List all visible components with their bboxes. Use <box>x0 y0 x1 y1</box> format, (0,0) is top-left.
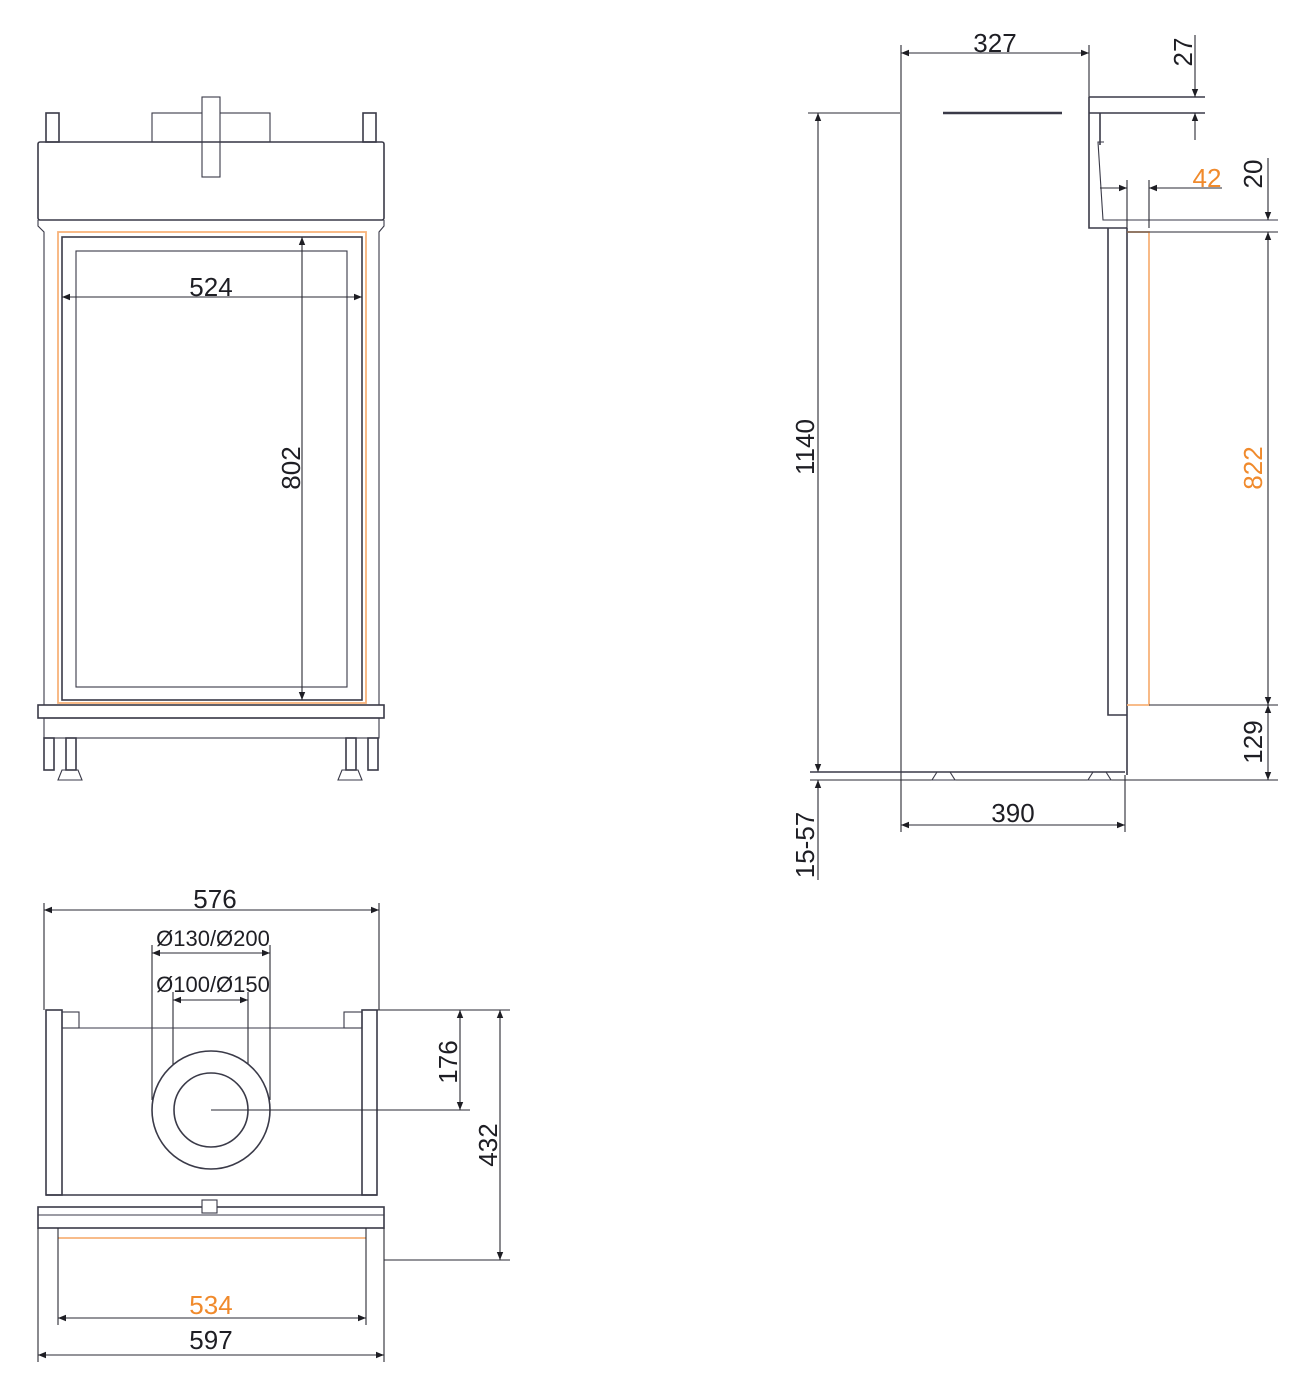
dim-glass-height: 822 <box>1238 446 1268 489</box>
dim-glass-width: 534 <box>189 1290 232 1320</box>
dim-frame-step: 20 <box>1238 160 1268 189</box>
dim-base-height: 129 <box>1238 720 1268 763</box>
dim-top-plate: 27 <box>1168 38 1198 67</box>
dim-feet-adjust: 15-57 <box>790 812 820 879</box>
dim-total-height: 1140 <box>790 419 820 475</box>
dim-depth-bottom: 390 <box>991 798 1034 828</box>
front-view: 524 802 <box>37 96 385 781</box>
dim-width-back: 576 <box>193 884 236 914</box>
dim-flue-offset: 176 <box>433 1040 463 1083</box>
dim-depth-top: 327 <box>973 28 1016 58</box>
dim-flue-outer: Ø130/Ø200 <box>156 926 270 951</box>
dim-width-inner: 524 <box>189 272 232 302</box>
side-view: 327 27 1140 42 20 822 129 390 15-57 <box>790 28 1278 880</box>
dim-frame-offset: 42 <box>1193 163 1222 193</box>
dim-total-width: 597 <box>189 1325 232 1355</box>
dim-height-inner: 802 <box>276 446 306 489</box>
top-view: 576 Ø130/Ø200 Ø100/Ø150 176 432 534 <box>37 884 510 1362</box>
dim-flue-inner: Ø100/Ø150 <box>156 972 270 997</box>
dim-depth: 432 <box>473 1123 503 1166</box>
